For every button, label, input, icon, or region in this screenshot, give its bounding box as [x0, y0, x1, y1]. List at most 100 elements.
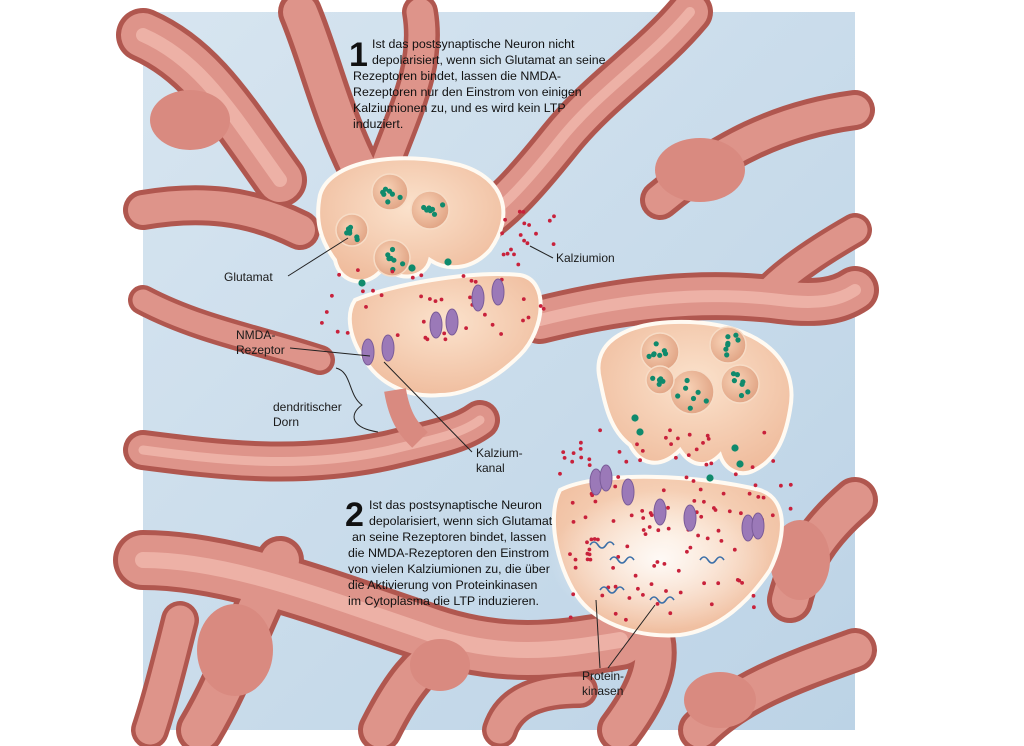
calcium-ion [702, 499, 706, 504]
calcium-ion [573, 557, 578, 562]
glutamate-molecule [386, 188, 393, 194]
calcium-ion [320, 321, 324, 325]
leader-kinase-a [595, 599, 601, 669]
synaptic-vesicles [335, 173, 760, 482]
annotation-labels: Glutamat Kalziumion NMDA- Rezeptor dendr… [224, 237, 656, 698]
calcium-ion [664, 589, 668, 593]
calcium-ion [521, 318, 525, 323]
calcium-ion [442, 331, 447, 336]
step-1-number: 1 [349, 36, 368, 74]
glutamate-molecule [636, 428, 644, 436]
leader-nmda [289, 347, 371, 357]
glutamate-molecule [657, 352, 663, 358]
calcium-ion [756, 495, 761, 499]
label-glutamat: Glutamat [224, 270, 273, 284]
leader-kanal [383, 361, 473, 453]
step-2-line: depolarisiert, wenn sich Glutamat [369, 514, 553, 528]
step-1-line: Ist das postsynaptische Neuron nicht [372, 37, 575, 51]
glutamate-molecule [675, 393, 681, 399]
label-kalziumion: Kalziumion [556, 251, 615, 265]
calcium-ion [419, 273, 424, 278]
calcium-ion [558, 471, 562, 476]
calcium-ion [727, 509, 732, 514]
calcium-ion [705, 536, 710, 541]
glutamate-molecule [656, 381, 662, 387]
glutamate-molecule [358, 279, 366, 287]
calcium-ion [779, 483, 783, 488]
calcium-ion [666, 526, 671, 531]
calcium-ion [490, 322, 495, 327]
calcium-ion [361, 289, 365, 294]
glutamate-molecule [745, 389, 751, 395]
calcium-ion [439, 297, 444, 302]
glutamate-molecule [687, 405, 693, 411]
glutamate-molecule [421, 204, 427, 211]
calcium-ion [587, 457, 592, 462]
calcium-ion [668, 611, 673, 616]
calcium-ion [583, 515, 588, 520]
label-nmda-1: NMDA- [236, 328, 275, 342]
calcium-ion [505, 251, 510, 256]
calcium-ion [686, 453, 691, 457]
glutamate-molecule [651, 351, 657, 357]
calcium-ion [739, 511, 743, 516]
calcium-ion [461, 274, 466, 278]
calcium-ion [468, 295, 472, 300]
glutamate-molecule [389, 246, 396, 253]
calcium-ion [421, 319, 426, 324]
calcium-ion [469, 278, 474, 283]
calcium-ion [499, 332, 503, 336]
calcium-ion [702, 581, 706, 586]
calcium-ion [692, 499, 697, 503]
glutamate-molecule [444, 258, 452, 266]
step-2-line: im Cytoplasma die LTP induzieren. [348, 594, 539, 608]
label-dorn-1: dendritischer [273, 400, 342, 414]
calcium-ion [641, 516, 646, 520]
calcium-ion [588, 557, 593, 562]
calcium-ion [716, 581, 721, 586]
calcium-ion [740, 581, 744, 585]
calcium-ion [571, 592, 576, 597]
calcium-ion [611, 566, 615, 570]
glutamate-molecule [646, 353, 652, 359]
calcium-ion [330, 293, 334, 298]
glutamate-molecule [690, 395, 697, 402]
calcium-ion [483, 312, 487, 317]
calcium-ion [593, 499, 598, 504]
glutamate-molecule [703, 398, 709, 404]
calcium-ion [699, 514, 704, 519]
glutamate-molecule [736, 460, 744, 468]
calcium-ion [655, 560, 660, 564]
calcium-ion [624, 617, 628, 622]
calcium-ion [625, 544, 630, 549]
glutamate-molecule [731, 378, 738, 384]
calcium-ion [753, 483, 758, 488]
step-2-caption: 2 Ist das postsynaptische Neuron depolar… [345, 496, 553, 608]
nmda-receptor [751, 512, 765, 540]
calcium-ion [655, 602, 660, 606]
calcium-ion [425, 337, 430, 342]
calcium-ion [500, 231, 504, 236]
calcium-ion [611, 519, 616, 523]
nmda-receptor [361, 338, 375, 366]
calcium-ion [678, 590, 683, 595]
calcium-ion [509, 247, 513, 252]
calcium-ion [750, 465, 755, 469]
calcium-ion [652, 564, 657, 568]
calcium-ion [579, 455, 584, 460]
glutamate-molecule [400, 261, 406, 267]
calcium-ion [617, 450, 622, 454]
calcium-ion [687, 432, 692, 437]
calcium-ion [516, 262, 521, 267]
calcium-ion [600, 593, 605, 598]
calcium-ion [464, 326, 468, 330]
neuron-network [113, 0, 879, 746]
calcium-ion [643, 532, 648, 536]
calcium-ion [433, 299, 438, 303]
calcium-ion [762, 430, 767, 435]
glutamate-molecule [408, 264, 416, 272]
calcium-ion [525, 241, 530, 246]
calcium-ion [335, 329, 340, 334]
protein-kinase [599, 586, 625, 594]
glutamate-molecule [661, 348, 668, 354]
